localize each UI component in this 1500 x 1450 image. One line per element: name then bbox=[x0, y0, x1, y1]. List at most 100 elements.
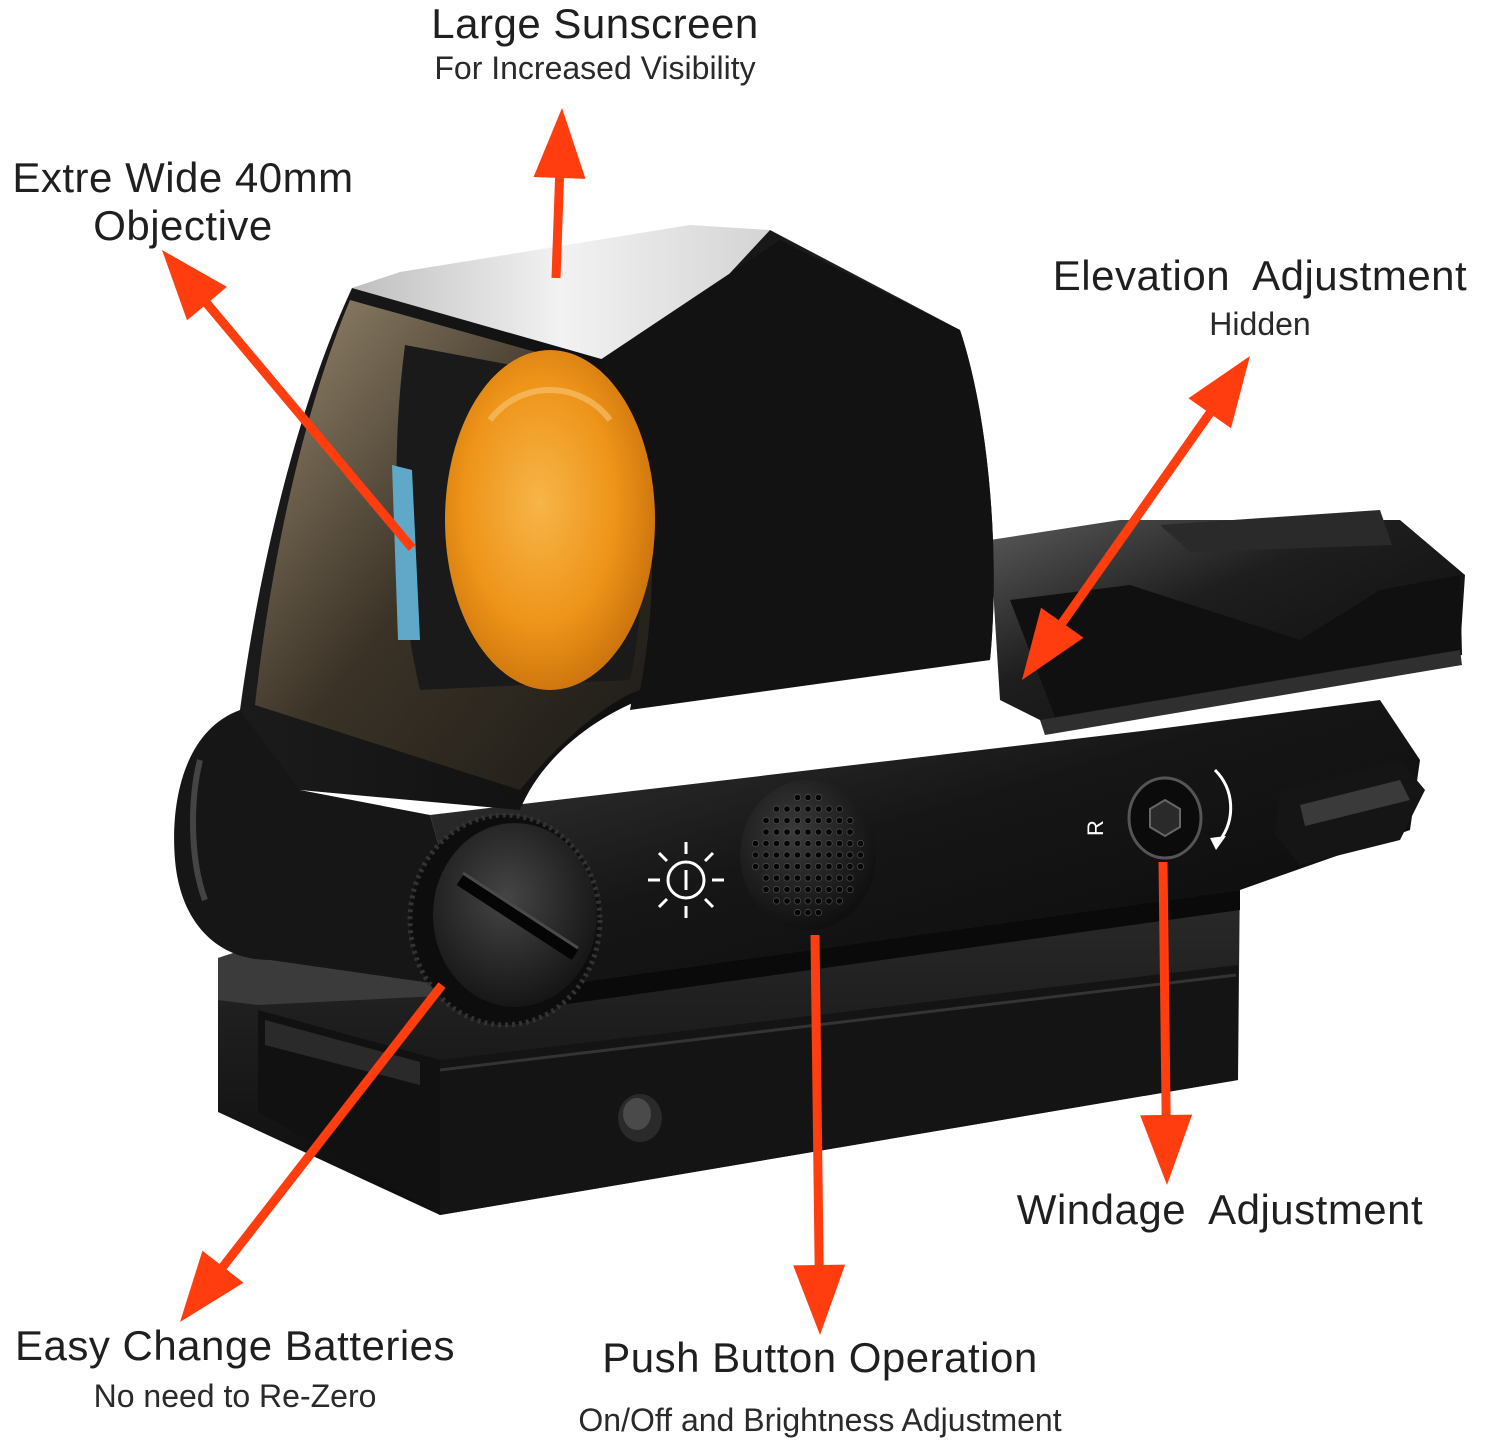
rotation-arrow-head-icon bbox=[1210, 836, 1226, 850]
button-texture-dot bbox=[846, 816, 854, 825]
arrow-batteries-head bbox=[180, 1250, 244, 1322]
button-texture-dot bbox=[825, 839, 833, 848]
button-texture-dot bbox=[804, 908, 812, 917]
button-texture-dot bbox=[825, 851, 833, 859]
callout-subtitle: For Increased Visibility bbox=[434, 50, 756, 86]
button-texture-dot bbox=[804, 793, 812, 802]
callout-subtitle: No need to Re-Zero bbox=[93, 1378, 377, 1414]
button-texture-dot bbox=[835, 874, 844, 882]
button-texture-dot bbox=[783, 851, 791, 859]
callout-title: Push Button Operation bbox=[602, 1334, 1038, 1381]
button-texture-dot bbox=[793, 816, 802, 825]
button-texture-dot bbox=[772, 897, 781, 905]
arrow-elevation-tail-head bbox=[1022, 607, 1084, 680]
arrow-sunscreen-shaft bbox=[551, 173, 565, 279]
callout-title: Windage Adjustment bbox=[1016, 1186, 1424, 1233]
button-texture-dot bbox=[783, 828, 791, 836]
callout-large-sunscreen: Large Sunscreen For Increased Visibility bbox=[330, 0, 860, 88]
button-texture-dot bbox=[804, 816, 812, 825]
arrow-windage-head bbox=[1140, 1114, 1193, 1185]
button-texture-dot bbox=[825, 816, 833, 825]
button-texture-dot bbox=[814, 874, 823, 882]
arrow-batteries bbox=[180, 982, 446, 1322]
button-texture-dot bbox=[772, 851, 781, 859]
sight-main-body bbox=[430, 700, 1425, 1005]
button-texture-dot bbox=[793, 793, 802, 802]
callout-arrows bbox=[162, 108, 1250, 1335]
button-texture-dot bbox=[825, 828, 833, 836]
button-texture-dot bbox=[804, 897, 812, 905]
button-texture-dot bbox=[814, 897, 823, 905]
button-texture-dot bbox=[762, 816, 770, 825]
button-texture-dot bbox=[814, 805, 823, 813]
button-texture-dot bbox=[846, 862, 854, 871]
button-texture-dot bbox=[793, 828, 802, 836]
button-texture-dot bbox=[804, 874, 812, 882]
button-texture-dot bbox=[751, 851, 760, 859]
arrow-objective bbox=[162, 250, 416, 551]
arrow-sunscreen bbox=[533, 108, 586, 279]
callout-subtitle: On/Off and Brightness Adjustment bbox=[578, 1402, 1062, 1438]
button-texture-dot bbox=[783, 805, 791, 813]
button-texture-dot bbox=[856, 851, 865, 859]
button-texture-dot bbox=[814, 839, 823, 848]
mount-bolt bbox=[618, 1094, 662, 1142]
button-texture-dot bbox=[772, 828, 781, 836]
arrow-elevation bbox=[1022, 356, 1250, 680]
callout-title-line-1: Extre Wide 40mm bbox=[12, 154, 354, 201]
arrow-push-button-head bbox=[793, 1264, 846, 1335]
button-texture-dot bbox=[814, 793, 823, 802]
button-texture-dot bbox=[793, 897, 802, 905]
button-texture-dot bbox=[762, 885, 770, 894]
button-texture-dot bbox=[772, 839, 781, 848]
button-texture-dot bbox=[762, 828, 770, 836]
button-texture-dot bbox=[814, 828, 823, 836]
button-texture-dot bbox=[825, 805, 833, 813]
button-texture-dot bbox=[772, 862, 781, 871]
windage-screw bbox=[1127, 776, 1203, 860]
callout-title-line-2: Objective bbox=[93, 202, 273, 249]
button-texture-dot bbox=[835, 897, 844, 905]
button-texture-dot bbox=[846, 851, 854, 859]
button-texture-dot bbox=[835, 885, 844, 894]
button-texture-dot bbox=[814, 908, 823, 917]
callout-title: Easy Change Batteries bbox=[14, 1322, 456, 1369]
button-texture-dot bbox=[793, 851, 802, 859]
arrow-objective-shaft bbox=[200, 297, 416, 551]
button-texture-dot bbox=[804, 851, 812, 859]
button-texture-dot bbox=[793, 805, 802, 813]
button-texture-dot bbox=[793, 862, 802, 871]
button-texture-dot bbox=[783, 885, 791, 894]
button-texture-dot bbox=[751, 839, 760, 848]
arrow-push-button bbox=[793, 934, 846, 1335]
callout-subtitle: Hidden bbox=[1209, 306, 1311, 342]
button-texture-dot bbox=[804, 805, 812, 813]
callout-title: Large Sunscreen bbox=[431, 0, 759, 47]
button-texture-dot bbox=[793, 874, 802, 882]
button-texture-dot bbox=[762, 839, 770, 848]
button-texture-dot bbox=[825, 862, 833, 871]
button-texture-dot bbox=[804, 862, 812, 871]
button-texture-dot bbox=[835, 851, 844, 859]
callout-push-button-operation: Push Button Operation On/Off and Brightn… bbox=[520, 1330, 1120, 1440]
push-button bbox=[740, 780, 876, 930]
button-texture-dot bbox=[783, 839, 791, 848]
button-texture-dot bbox=[846, 828, 854, 836]
button-texture-dot bbox=[783, 816, 791, 825]
arrow-batteries-shaft bbox=[216, 982, 446, 1273]
button-texture-dot bbox=[762, 862, 770, 871]
button-texture-dot bbox=[762, 874, 770, 882]
button-texture-dot bbox=[814, 885, 823, 894]
callout-elevation-adjustment: Elevation Adjustment Hidden bbox=[1010, 252, 1500, 344]
button-texture-dot bbox=[835, 828, 844, 836]
arrow-sunscreen-head bbox=[533, 108, 586, 179]
button-texture-dot bbox=[825, 885, 833, 894]
button-texture-dot bbox=[772, 885, 781, 894]
button-texture-dot bbox=[783, 862, 791, 871]
rear-housing bbox=[990, 510, 1465, 735]
button-texture-dot bbox=[772, 874, 781, 882]
button-texture-dot bbox=[804, 828, 812, 836]
button-texture-dot bbox=[772, 805, 781, 813]
